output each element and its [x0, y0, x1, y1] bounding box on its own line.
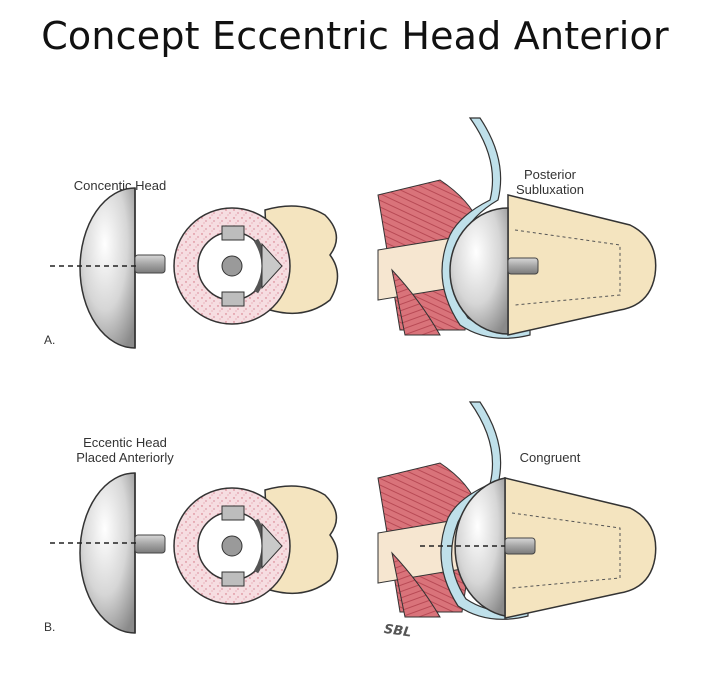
panel-b-shoulder-joint [377, 401, 657, 620]
artist-signature: SBL [383, 622, 412, 641]
panel-a-right-label: Posterior Subluxation [495, 167, 605, 197]
panel-b-eccentric-head [50, 472, 166, 634]
panel-b-left-label-line1: Eccentic Head [83, 435, 167, 450]
panel-b-left-label-line2: Placed Anteriorly [76, 450, 174, 465]
panel-a-left-label: Concentic Head [50, 178, 190, 193]
panel-a-right-label-line1: Posterior [523, 167, 577, 182]
panel-b-right-label: Congruent [495, 450, 605, 465]
svg-text:SBL: SBL [383, 622, 412, 641]
panel-b-letter: B. [44, 620, 56, 634]
panel-a-humerus-cross-section [173, 205, 339, 325]
panel-b-right-label-line1: Congruent [519, 450, 581, 465]
panel-a-right-label-line2: Subluxation [516, 182, 584, 197]
page-title: Concept Eccentric Head Anterior [41, 14, 669, 58]
panel-b-left-label: Eccentic Head Placed Anteriorly [55, 435, 195, 465]
panel-a-letter: A. [44, 333, 56, 347]
panel-a-left-label-line1: Concentic Head [73, 178, 167, 193]
panel-b-humerus-cross-section [173, 485, 339, 605]
panel-a-concentric-head [50, 187, 166, 349]
panel-a-shoulder-joint [377, 117, 657, 339]
